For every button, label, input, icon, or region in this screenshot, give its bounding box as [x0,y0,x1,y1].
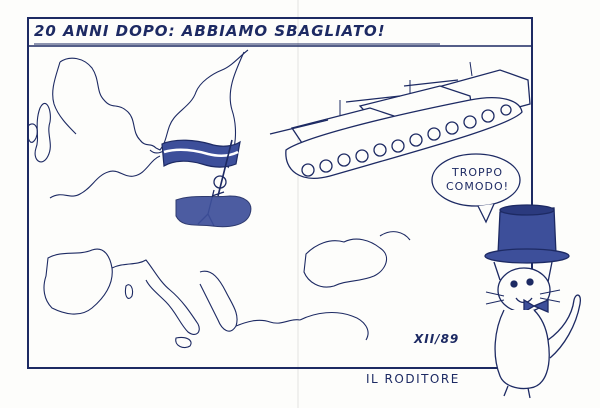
cat-icon [484,204,582,399]
north-sea-coast [49,155,161,199]
britain-outline [34,102,51,163]
tank-icon [269,61,531,179]
aegean-coast [235,319,301,327]
norway-coast [52,61,77,135]
europe-map [27,49,411,349]
sicily-outline [175,336,192,349]
cartoon-signature: IL RODITORE [366,372,460,386]
cartoon-title: 20 ANNI DOPO: ABBIAMO SBAGLIATO! [34,22,386,40]
iberia-outline [43,248,113,315]
flag-icon [161,139,252,228]
balkans-outline [199,270,238,332]
top-hat-icon [484,204,570,264]
cartoon-date: XII/89 [414,332,460,346]
ireland-outline [27,123,38,143]
speech-bubble [431,153,521,207]
black-sea-outline [303,238,388,288]
italy-outline [111,259,200,335]
cartoon-frame [27,17,533,369]
caspian-coast [379,231,411,241]
scandinavia-coast [59,49,249,151]
speech-bubble-tail [477,203,495,224]
corsica-outline [124,284,134,299]
anatolia-coast [299,311,369,341]
speech-bubble-text: TROPPO COMODO! [446,166,510,193]
